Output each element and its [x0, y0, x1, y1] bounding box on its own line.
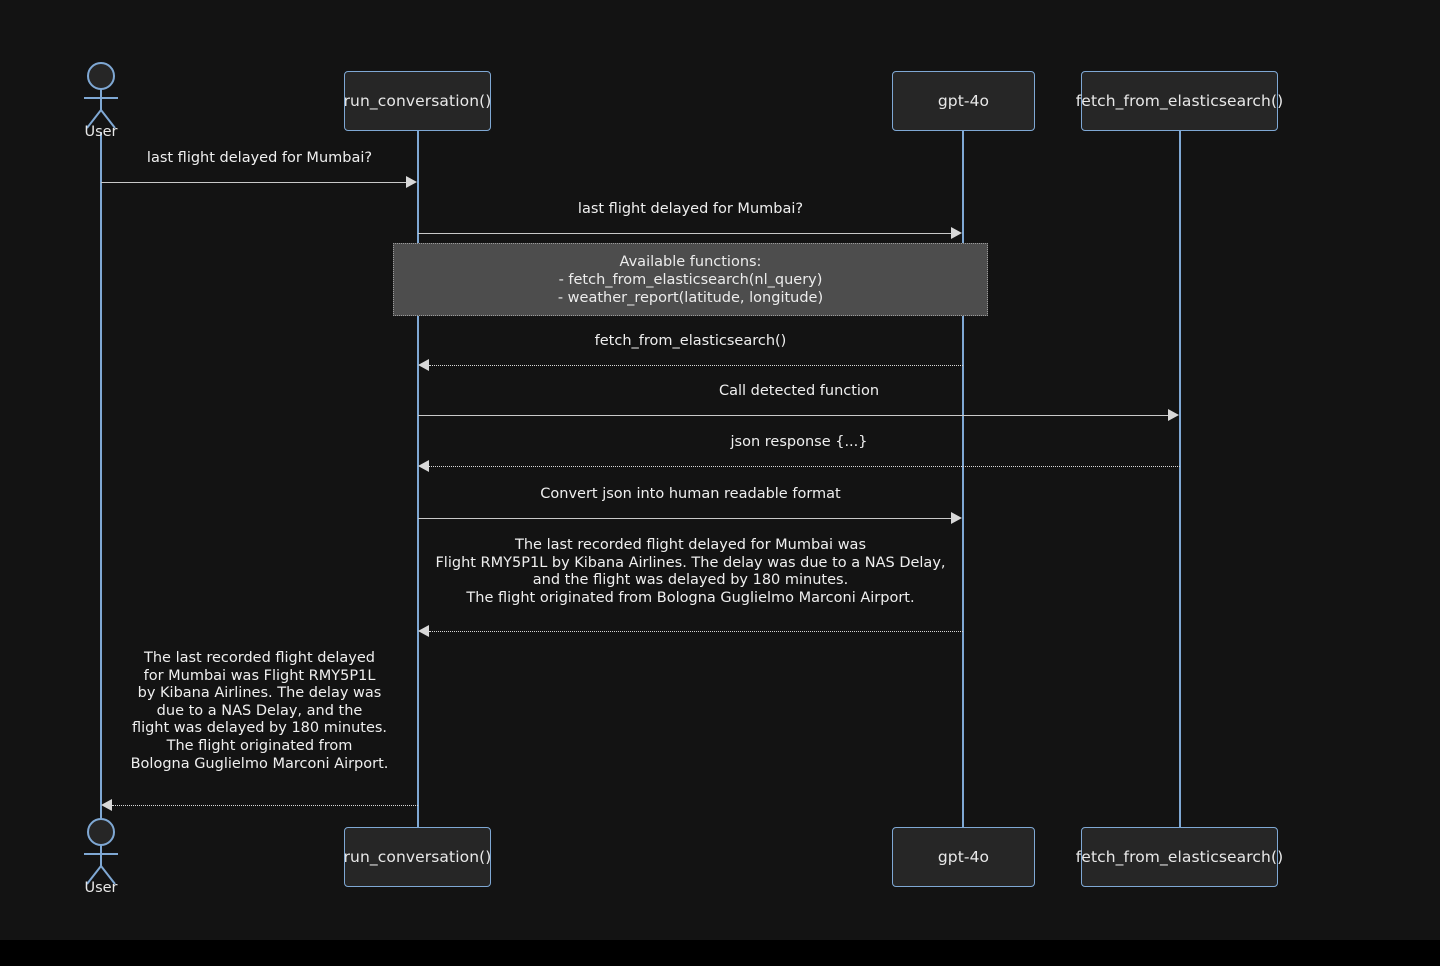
lifeline-fetch-from-elasticsearch — [1179, 131, 1181, 828]
message-arrowhead-m7 — [418, 625, 429, 637]
sequence-diagram-canvas: User run_conversation() gpt-4o fetch_fro… — [0, 0, 1440, 940]
participant-label-gpt-4o-top: gpt-4o — [937, 92, 990, 110]
actor-user-top: User — [84, 62, 124, 140]
message-arrowhead-m3 — [418, 359, 429, 371]
message-arrowhead-m5 — [418, 460, 429, 472]
message-line-m6 — [418, 518, 952, 519]
message-label-m3: fetch_from_elasticsearch() — [594, 333, 787, 349]
message-arrowhead-m2 — [951, 227, 962, 239]
actor-label-user-bottom: User — [84, 880, 118, 896]
lifeline-run-conversation — [417, 131, 419, 828]
participant-box-gpt-4o-top[interactable]: gpt-4o — [892, 71, 1035, 131]
actor-label-user-top: User — [84, 124, 118, 140]
lifeline-user — [100, 132, 102, 822]
actor-user-bottom: User — [84, 818, 124, 896]
message-label-m1: last flight delayed for Mumbai? — [146, 150, 373, 166]
participant-box-run-conversation-top[interactable]: run_conversation() — [344, 71, 491, 131]
participant-label-run-conversation-bottom: run_conversation() — [343, 848, 492, 866]
message-arrowhead-m1 — [406, 176, 417, 188]
note-available-functions: Available functions: - fetch_from_elasti… — [393, 243, 988, 316]
message-label-m8: The last recorded flight delayed for Mum… — [130, 650, 389, 772]
message-line-m7 — [429, 631, 963, 632]
message-label-m2: last flight delayed for Mumbai? — [577, 201, 804, 217]
participant-box-fetch-from-elasticsearch-bottom[interactable]: fetch_from_elasticsearch() — [1076, 827, 1283, 887]
message-label-m4: Call detected function — [718, 383, 880, 399]
message-arrowhead-m4 — [1168, 409, 1179, 421]
participant-label-gpt-4o-bottom: gpt-4o — [937, 848, 990, 866]
participant-label-run-conversation-top: run_conversation() — [343, 92, 492, 110]
message-label-m7: The last recorded flight delayed for Mum… — [435, 537, 946, 606]
message-line-m2 — [418, 233, 952, 234]
bottom-letterbox-strip — [0, 940, 1440, 966]
message-label-m5: json response {...} — [730, 434, 868, 450]
lifeline-gpt-4o — [962, 131, 964, 828]
message-line-m5 — [429, 466, 1180, 467]
message-line-m8 — [112, 805, 418, 806]
participant-box-gpt-4o-bottom[interactable]: gpt-4o — [892, 827, 1035, 887]
message-line-m3 — [429, 365, 963, 366]
participant-box-run-conversation-bottom[interactable]: run_conversation() — [344, 827, 491, 887]
message-line-m4 — [418, 415, 1169, 416]
user-stick-figure-icon — [84, 62, 118, 129]
participant-box-fetch-from-elasticsearch-top[interactable]: fetch_from_elasticsearch() — [1076, 71, 1283, 131]
message-line-m1 — [101, 182, 407, 183]
participant-label-fetch-from-elasticsearch-bottom: fetch_from_elasticsearch() — [1075, 848, 1284, 866]
participant-label-fetch-from-elasticsearch-top: fetch_from_elasticsearch() — [1075, 92, 1284, 110]
message-label-m6: Convert json into human readable format — [540, 486, 841, 502]
user-stick-figure-icon — [84, 818, 118, 885]
message-arrowhead-m6 — [951, 512, 962, 524]
message-arrowhead-m8 — [101, 799, 112, 811]
